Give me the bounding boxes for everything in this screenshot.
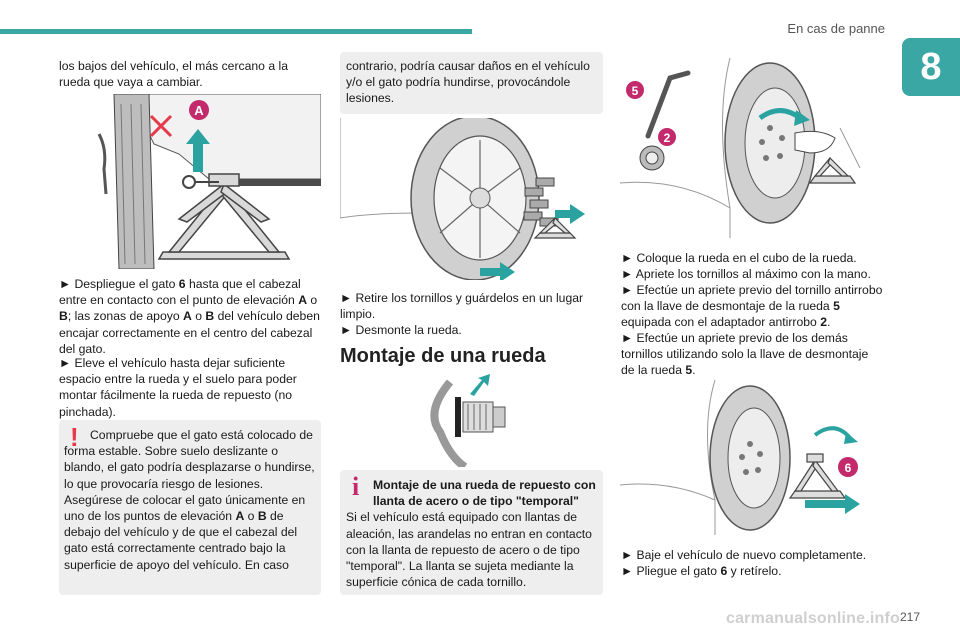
figure-label-a: A (194, 103, 204, 118)
col3-step-2: ► Apriete los tornillos al máximo con la… (621, 267, 871, 281)
col1-intro: los bajos del vehículo, el más cercano a… (59, 59, 288, 90)
warning-icon: ! (70, 422, 79, 452)
figure-jack-under-car: A (59, 94, 321, 269)
warning-box (59, 420, 321, 595)
figure-wheel-bolt (420, 372, 520, 467)
figure-label-5: 5 (632, 84, 639, 98)
header-accent-bar (0, 29, 472, 34)
col3-step-4: ► Efectúe un apriete previo de los demás… (621, 331, 869, 378)
col2-continued-text: contrario, podría causar daños en el veh… (346, 59, 590, 106)
warning-box-continued (340, 52, 603, 114)
chapter-tab: 8 (902, 38, 960, 96)
figure-lower-vehicle: 6 (620, 380, 882, 535)
col2-step-1: ► Retire los tornillos y guárdelos en un… (340, 291, 584, 322)
warning-text: Compruebe que el gato está colocado de f… (64, 428, 315, 572)
col3-step-3: ► Efectúe un apriete previo del tornillo… (621, 283, 883, 330)
col3-step-1: ► Coloque la rueda en el cubo de la rued… (621, 251, 857, 265)
col2-step-2: ► Desmonte la rueda. (340, 323, 462, 337)
col1-step-2: ► Eleve el vehículo hasta dejar suficien… (59, 356, 297, 419)
figure-label-6: 6 (845, 461, 852, 475)
info-box (340, 470, 603, 595)
col1-step-1: ► Despliegue el gato 6 hasta que el cabe… (59, 277, 320, 356)
watermark: carmanualsonline.info (725, 610, 900, 627)
info-icon: i (352, 472, 360, 501)
section-title: En cas de panne (787, 21, 885, 36)
figure-remove-bolts (340, 118, 602, 280)
figure-tighten-bolts: 5 2 (620, 58, 882, 238)
col3-final-step-2: ► Pliegue el gato 6 y retírelo. (621, 564, 782, 578)
section-heading: Montaje de una rueda (340, 345, 546, 367)
info-box-content: Montaje de una rueda de repuesto con lla… (346, 478, 596, 590)
page-number: 217 (899, 610, 920, 624)
figure-label-2: 2 (664, 131, 671, 145)
col3-final-step-1: ► Baje el vehículo de nuevo completament… (621, 548, 867, 562)
